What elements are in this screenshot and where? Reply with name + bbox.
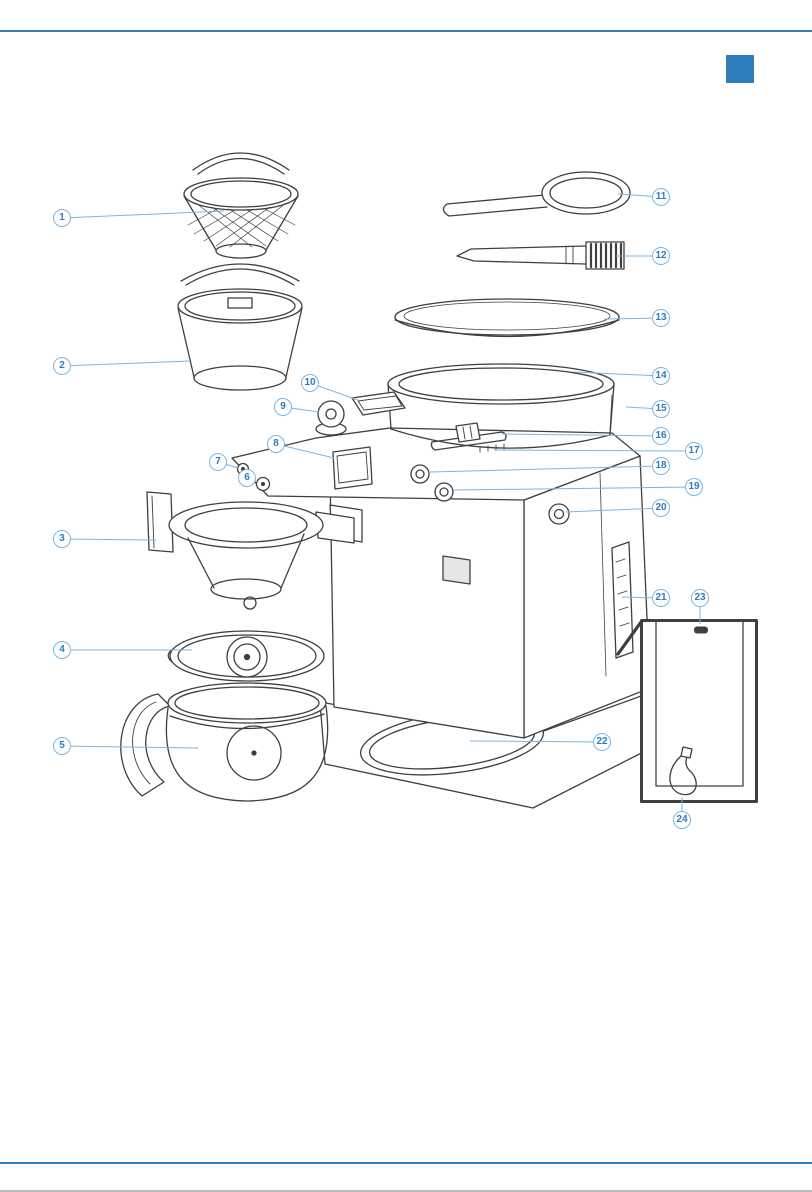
- callout-9: 9: [274, 398, 292, 416]
- leader-line-3: [61, 538, 157, 541]
- machine-body: [231, 363, 666, 809]
- bottom-rule: [0, 1162, 812, 1164]
- callout-13: 13: [652, 309, 670, 327]
- leader-line-17: [493, 449, 695, 452]
- leader-line-14: [573, 371, 662, 377]
- callout-11: 11: [652, 188, 670, 206]
- callout-24: 24: [673, 811, 691, 829]
- callout-10: 10: [301, 374, 319, 392]
- page-bottom-edge: [0, 1190, 812, 1192]
- jug-lid-illustration: [167, 630, 325, 682]
- leader-line-18: [429, 465, 662, 473]
- callout-2: 2: [53, 357, 71, 375]
- leader-line-22: [469, 740, 603, 743]
- leader-line-16: [501, 433, 662, 437]
- callout-16: 16: [652, 427, 670, 445]
- permanent-filter-illustration: [183, 152, 299, 259]
- callout-3: 3: [53, 530, 71, 548]
- callout-12: 12: [652, 247, 670, 265]
- callout-7: 7: [209, 453, 227, 471]
- callout-18: 18: [652, 457, 670, 475]
- leader-line-8: [275, 443, 335, 459]
- callout-14: 14: [652, 367, 670, 385]
- filter-basket-illustration: [177, 263, 303, 391]
- leader-line-19: [452, 486, 695, 491]
- callout-15: 15: [652, 400, 670, 418]
- swing-filter-holder-illustration: [146, 491, 355, 610]
- leader-line-13: [603, 317, 662, 320]
- measuring-scoop-illustration: [442, 171, 631, 217]
- leader-line-1: [61, 210, 225, 219]
- leader-line-20: [565, 507, 662, 513]
- callout-1: 1: [53, 209, 71, 227]
- callout-5: 5: [53, 737, 71, 755]
- leader-line-2: [61, 360, 191, 367]
- callout-8: 8: [267, 435, 285, 453]
- leader-line-5: [61, 745, 199, 749]
- glass-jug-illustration: [120, 682, 329, 802]
- callout-17: 17: [685, 442, 703, 460]
- cleaning-brush-illustration: [456, 241, 625, 270]
- callout-20: 20: [652, 499, 670, 517]
- callout-22: 22: [593, 733, 611, 751]
- callout-23: 23: [691, 589, 709, 607]
- callout-4: 4: [53, 641, 71, 659]
- callout-21: 21: [652, 589, 670, 607]
- corner-square: [726, 55, 754, 83]
- cord-storage-inset: [616, 619, 758, 803]
- callout-6: 6: [238, 469, 256, 487]
- container-lid-illustration: [394, 298, 620, 338]
- top-rule: [0, 30, 812, 32]
- callout-19: 19: [685, 478, 703, 496]
